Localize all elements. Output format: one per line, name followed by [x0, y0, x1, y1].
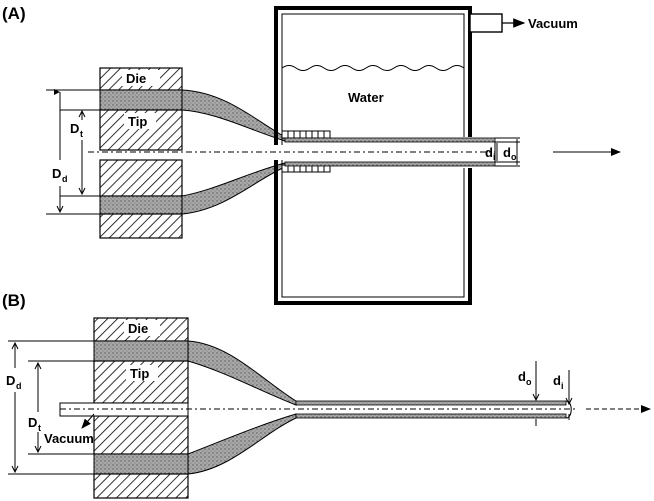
- die-block-bottom-b: [93, 473, 189, 499]
- drawdown-cone-bottom: [181, 162, 286, 215]
- do-sub-b: o: [526, 377, 532, 387]
- di-label-a: d: [485, 145, 493, 160]
- Dd-sub-a: d: [62, 174, 68, 184]
- water-surface: [281, 65, 465, 71]
- tip-block-bottom-b: [93, 415, 189, 455]
- melt-channel-bottom-b: [93, 453, 189, 475]
- vacuum-port: [469, 13, 503, 33]
- dimension-Dd-b: D d: [6, 340, 94, 475]
- die-label: Die: [126, 71, 146, 86]
- melt-channel-top-b: [93, 340, 189, 362]
- drawdown-cone-top-b: [187, 340, 297, 406]
- panel-a: (A) Die Tip Water Vacuum: [2, 4, 621, 305]
- di-sub-a: i: [493, 152, 496, 162]
- tip-label-bg: [124, 113, 156, 129]
- panel-b: (B) Die Tip Vacuum: [2, 291, 651, 499]
- vacuum-label: Vacuum: [528, 16, 578, 31]
- Dt-label-a: D: [70, 121, 79, 136]
- Dt-sub-b: t: [38, 423, 41, 433]
- Dd-sub-b: d: [16, 381, 22, 391]
- Dd-label-b: D: [6, 373, 15, 388]
- sizing-sleeve-top: [281, 130, 331, 139]
- water-label: Water: [348, 90, 384, 105]
- tip-block-bottom: [99, 159, 183, 197]
- drawdown-cone-bottom-b: [187, 413, 297, 475]
- Dd-label-a: D: [52, 166, 61, 181]
- dimension-di-do-a: d i d o: [485, 137, 520, 167]
- do-label-b: d: [518, 369, 526, 384]
- die-label-b: Die: [128, 321, 148, 336]
- tube-b: [295, 400, 572, 419]
- dimension-Dd-a: D d: [46, 89, 100, 215]
- vacuum-label-b: Vacuum: [44, 431, 94, 446]
- die-label-bg: [122, 70, 160, 86]
- Dt-label-b: D: [28, 415, 37, 430]
- panel-b-label: (B): [2, 291, 26, 310]
- drawdown-cone-top: [181, 89, 286, 142]
- dimension-Dt-b: D t: [28, 360, 94, 455]
- dimension-do-di-b: d o d i: [518, 361, 573, 426]
- do-sub-a: o: [511, 152, 517, 162]
- melt-channel-top: [99, 89, 183, 111]
- die-label-bg-b: [124, 320, 160, 336]
- melt-channel-bottom: [99, 195, 183, 215]
- di-sub-b: i: [561, 381, 564, 391]
- di-label-b: d: [553, 373, 561, 388]
- vacuum-arrow-b: [81, 413, 95, 429]
- dimension-Dt-a: D t: [60, 109, 100, 197]
- water-tank: Water Vacuum: [274, 6, 578, 305]
- tip-label-b: Tip: [130, 366, 149, 381]
- tip-label-bg-b: [126, 365, 158, 381]
- tube-a: [284, 137, 496, 167]
- die-block-bottom: [99, 213, 183, 239]
- Dt-sub-a: t: [80, 129, 83, 139]
- tip-label: Tip: [128, 114, 147, 129]
- panel-a-label: (A): [2, 4, 26, 23]
- do-label-a: d: [503, 145, 511, 160]
